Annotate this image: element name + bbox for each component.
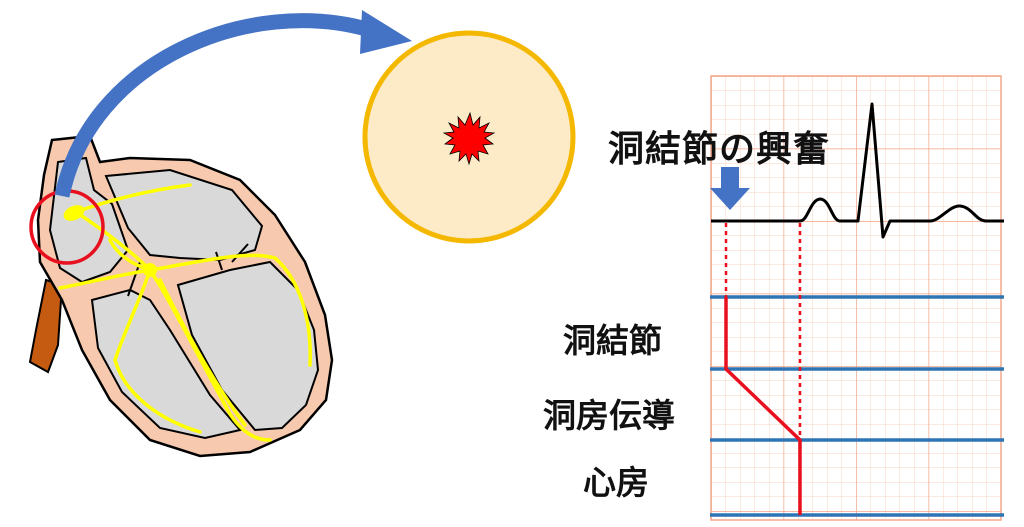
av-node [143, 263, 157, 277]
ladder-path [724, 297, 802, 515]
row-label-atrium: 心房 [583, 463, 649, 502]
sa-node-zoom [362, 30, 576, 244]
heart-diagram [28, 134, 334, 458]
ecg-title: 洞結節の興奮 [608, 129, 831, 170]
conduction-system [58, 183, 312, 442]
ecg-trace [711, 102, 1004, 239]
sa-node [63, 205, 85, 221]
down-arrow-icon [710, 167, 750, 210]
row-label-sinus-node: 洞結節 [563, 321, 662, 360]
lane-lines [710, 295, 1004, 517]
starburst-icon [442, 111, 496, 166]
blue-curved-arrow-icon [54, 10, 412, 198]
row-label-sinoatrial-conduction: 洞房伝導 [543, 396, 675, 435]
